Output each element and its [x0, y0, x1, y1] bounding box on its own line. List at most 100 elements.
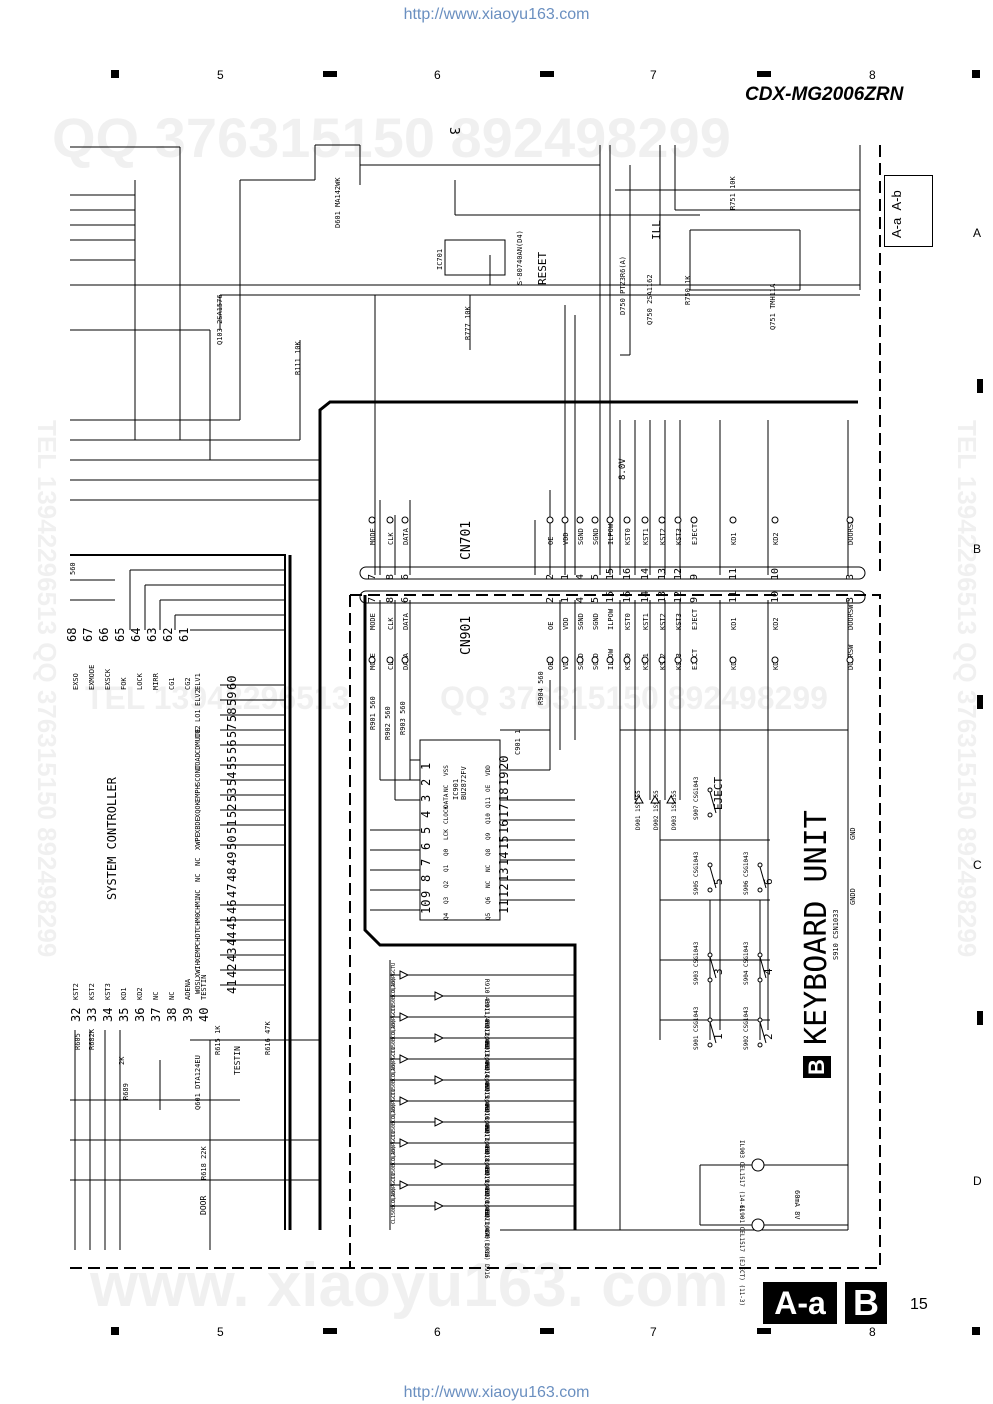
- cn701-test-point: [658, 516, 666, 524]
- ic901-pin-number: 16: [497, 820, 511, 834]
- grid-col-6: 6: [434, 68, 441, 82]
- controller-pin-number: 63: [145, 628, 159, 642]
- grid-marker: [977, 379, 983, 393]
- keyboard-unit-label: KEYBOARD UNIT: [799, 810, 834, 1045]
- q750-label: Q750 2SA1162: [646, 274, 654, 325]
- cn901-test-point: [658, 656, 666, 664]
- controller-pin-number: 47: [225, 884, 239, 898]
- controller-pin-name: EXSCK: [104, 668, 112, 690]
- ic901-pin-name: Q2: [443, 880, 450, 888]
- diode-label: D902 1SS355: [653, 790, 660, 830]
- cn901-pin-number: 5: [590, 597, 601, 603]
- switch-contact: [707, 887, 713, 893]
- led-diode-icon: [399, 1096, 410, 1106]
- cn701-test-point: [591, 516, 599, 524]
- ic901-pin-number: 3: [419, 795, 433, 802]
- cn701-pin-number: 11: [728, 568, 739, 580]
- grid-row-a: A: [973, 226, 982, 240]
- cn701-test-point: [576, 516, 584, 524]
- grid-col-8-bottom: 8: [869, 1325, 876, 1339]
- led-resistor-label: R913 470(1/8W) D908: [483, 1042, 490, 1111]
- controller-pin-name: CHM0: [194, 913, 202, 930]
- ic701-part: S-80740AN(D4): [516, 230, 524, 285]
- cn701-test-point: [561, 516, 569, 524]
- cn701-test-point: [623, 516, 631, 524]
- grid-marker: [323, 71, 337, 77]
- ic901-pin-name: CLOCK: [443, 806, 450, 824]
- grid-marker: [540, 1328, 554, 1334]
- controller-pin-name: ELV2: [194, 689, 202, 706]
- grid-marker: [111, 1327, 119, 1335]
- cn901-pin-number: 13: [657, 591, 668, 603]
- ic901-pin-name: NC: [485, 880, 492, 888]
- controller-pin-name: SCONT: [194, 764, 202, 786]
- controller-pin-name: EMPH: [194, 785, 202, 802]
- controller-pin-name: LO2: [194, 725, 202, 738]
- r605-label: R605: [74, 1033, 82, 1050]
- led-resistor-label: R912 430(1/8W) D907: [483, 1021, 490, 1090]
- cn701-pin-name: KD2: [772, 532, 780, 545]
- controller-pin-number: 44: [225, 932, 239, 946]
- cn701-pin-name: KST3: [675, 528, 683, 545]
- cn901-test-point: [368, 656, 376, 664]
- controller-pin-number: 39: [181, 1008, 195, 1022]
- grid-row-d: D: [973, 1174, 982, 1188]
- switch-contact: [707, 952, 713, 958]
- controller-pin-name: NC: [194, 858, 202, 866]
- led-part-label: CL150BCD(AB): [391, 1146, 397, 1182]
- ic901-pin-name: VSS: [443, 765, 450, 776]
- cn701-pin-number: 10: [770, 568, 781, 580]
- grid-col-7-bottom: 7: [650, 1325, 657, 1339]
- keyboard-letter-box: B: [803, 1056, 831, 1078]
- ic701-label: IC701: [436, 249, 444, 270]
- r615-label: R615 1K: [214, 1025, 222, 1055]
- switch-lever: [759, 1021, 767, 1044]
- controller-pin-name: NC: [152, 992, 160, 1000]
- controller-pin-name: FOK: [120, 677, 128, 690]
- controller-pin-name: XBDE: [194, 817, 202, 834]
- controller-pin-name: KD1: [120, 987, 128, 1000]
- led-diode-icon: [399, 970, 410, 980]
- cn701-test-point: [674, 516, 682, 524]
- cn901-pin-name: KST0: [624, 613, 632, 630]
- d750-label: D750 PTZ3R6(A): [619, 256, 627, 315]
- led-part-label: CL200PGCTU: [391, 963, 397, 993]
- switch-number: EJECT: [712, 777, 725, 810]
- switch-contact: [757, 887, 763, 893]
- controller-pin-number: 49: [225, 852, 239, 866]
- bottom-url[interactable]: http://www.xiaoyu163.com: [403, 1384, 590, 1401]
- diode-icon: [634, 794, 644, 804]
- cn701-test-point: [401, 516, 409, 524]
- ic901-pin-name: Q11: [485, 797, 492, 808]
- cn901-test-point: [401, 656, 409, 664]
- controller-pin-name: ADENA: [184, 978, 192, 1000]
- controller-pin-name: CHDT: [194, 928, 202, 946]
- led-resistor-label: R911 470(1/8W) D906: [483, 1000, 490, 1069]
- switch-number: 2: [762, 1033, 775, 1040]
- ic901-pin-number: 12: [497, 884, 511, 898]
- watermark-mid: QQ 376315150 892498299: [440, 680, 828, 716]
- q103-label: Q103 2SA1576: [216, 294, 224, 345]
- cn701-pin-number: 2: [545, 574, 556, 580]
- cn901-pin-number: 7: [367, 597, 378, 603]
- switch-number: 5: [712, 878, 725, 885]
- cn901-pin-number: 9: [689, 597, 700, 603]
- r902-label: R902 560: [384, 706, 392, 740]
- lamp-label: IL901 CEL1517 (EJECT) (11-3): [738, 1205, 745, 1306]
- led-resistor-label: R918 430(1/8W) D913: [483, 1147, 490, 1216]
- cn701-test-point: [729, 516, 737, 524]
- v60-label: 60mA 8V: [793, 1190, 801, 1220]
- controller-pin-number: 46: [225, 900, 239, 914]
- controller-pin-name: CG2: [184, 677, 192, 690]
- cn701-pin-number: 8: [385, 574, 396, 580]
- gnd-label: GND: [849, 827, 857, 840]
- ic901-pin-name: VDD: [485, 765, 492, 776]
- cn901-test-point: [771, 656, 779, 664]
- led-part-label: CL200PGCTU: [391, 1047, 397, 1077]
- cn901-pin-number: 14: [640, 591, 651, 603]
- diode-label: D903 1SS355: [671, 790, 678, 830]
- system-controller-label: SYSTEM CONTROLLER: [105, 776, 119, 900]
- top-url[interactable]: http://www.xiaoyu163.com: [403, 6, 590, 23]
- cn901-test-point: [561, 656, 569, 664]
- grid-marker: [977, 695, 983, 709]
